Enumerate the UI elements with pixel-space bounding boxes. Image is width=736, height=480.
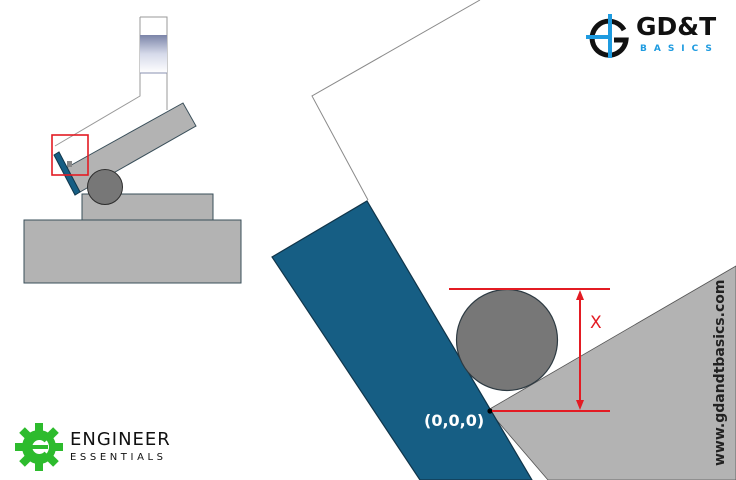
gdt-logo-title: GD&T: [636, 12, 717, 41]
ee-logo-subtitle: ESSENTIALS: [70, 452, 167, 463]
dimension-arrow-up: [576, 290, 584, 300]
overview-nub: [67, 161, 72, 167]
engineer-essentials-logo: ENGINEER ESSENTIALS: [14, 422, 194, 472]
website-watermark: www.gdandtbasics.com: [712, 279, 728, 466]
overview-diagram: [23, 16, 242, 284]
overview-highlight-box: [51, 134, 89, 176]
crosshair-g-icon: [586, 14, 629, 58]
detail-blue-part: [271, 200, 533, 480]
overview-probe-band: [140, 35, 167, 73]
overview-probe-outline: [140, 16, 168, 110]
detail-probe-outline: [311, 0, 481, 201]
gdt-basics-logo: GD&T BASICS: [586, 12, 726, 60]
overview-base-plate: [23, 219, 242, 284]
overview-probe-outline-left: [54, 17, 141, 147]
detail-gray-block: [487, 265, 736, 480]
detail-diagram: [271, 0, 736, 480]
dimension-x-label: X: [590, 313, 602, 333]
origin-label: (0,0,0): [424, 411, 485, 430]
overview-blue-part: [53, 151, 81, 196]
detail-ball: [455, 288, 559, 392]
overview-tilted-arm: [65, 102, 197, 193]
ee-logo-title: ENGINEER: [70, 429, 171, 450]
green-gear-e-icon: [15, 423, 63, 471]
dimension-arrow-down: [576, 400, 584, 410]
gdt-logo-subtitle: BASICS: [640, 44, 719, 54]
origin-point: [487, 408, 493, 414]
overview-ball: [87, 169, 123, 205]
